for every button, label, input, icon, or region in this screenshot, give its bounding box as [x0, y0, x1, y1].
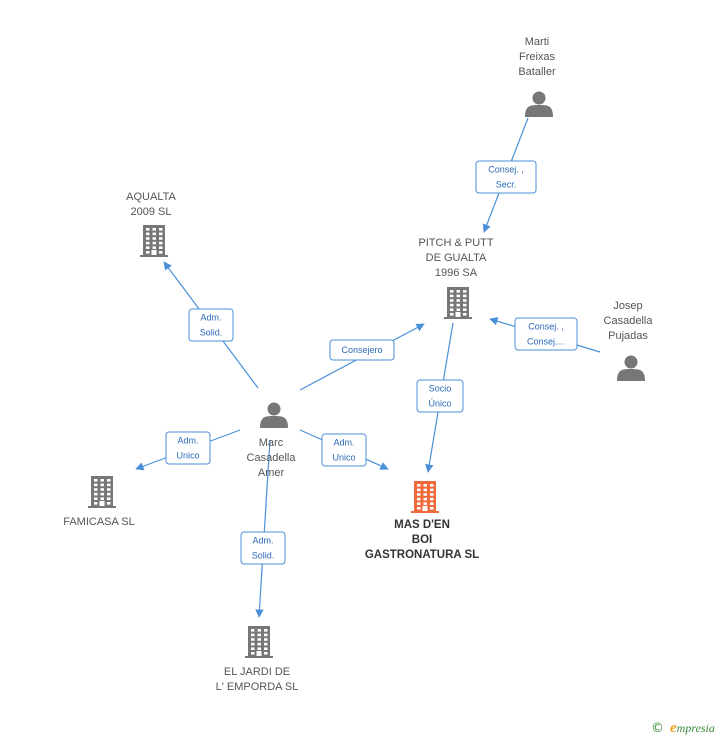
node-label: FAMICASA SL: [63, 516, 135, 528]
person-icon: [525, 91, 553, 117]
edge-label-marc-jardi[interactable]: Adm. Solid.: [240, 531, 286, 565]
edge-label-text: Adm.: [333, 438, 354, 448]
edge-label-box: [165, 431, 211, 465]
edge-label-box: [475, 160, 537, 194]
edge-label-text: Consej. ,: [528, 322, 564, 332]
edge-label-text: Unico: [332, 453, 355, 463]
node-label: 2009 SL: [131, 206, 172, 218]
edge-label-box: [188, 308, 234, 342]
node-label: MAS D'EN: [394, 519, 450, 531]
building-icon: [88, 476, 116, 508]
edge-label-marc-masden[interactable]: Adm. Unico: [321, 433, 367, 467]
node-label: Casadella: [604, 315, 654, 327]
node-label: Marti: [525, 36, 549, 48]
edge-label-text: Secr.: [496, 180, 517, 190]
edge-label-text: Consej. ,: [488, 165, 524, 175]
node-label: 1996 SA: [435, 267, 478, 279]
node-label: DE GUALTA: [426, 252, 487, 264]
edge-marc-jardi: [255, 439, 271, 618]
node-label: Amer: [258, 467, 285, 479]
node-label: Pujadas: [608, 330, 648, 342]
node-label: Freixas: [519, 51, 556, 63]
edge-label-text: Adm.: [177, 436, 198, 446]
edge-label-text: Consej....: [527, 337, 565, 347]
node-label: AQUALTA: [126, 191, 176, 203]
empresia-logo-text: mpresia: [676, 721, 715, 735]
edge-label-marc-pitch[interactable]: Consejero: [329, 339, 395, 361]
node-pitch[interactable]: PITCH & PUTT DE GUALTA 1996 SA: [418, 237, 494, 319]
node-label: Casadella: [247, 452, 297, 464]
edge-label-box: [416, 379, 464, 413]
empresia-logo-initial: e: [670, 720, 677, 736]
node-masden[interactable]: MAS D'EN BOI GASTRONATURA SL: [365, 481, 479, 561]
building-icon: [140, 225, 168, 257]
node-jardi[interactable]: EL JARDI DE L' EMPORDA SL: [216, 626, 299, 693]
edge-label-text: Unico: [176, 451, 199, 461]
edge-label-text: Adm.: [252, 536, 273, 546]
node-famicasa[interactable]: FAMICASA SL: [63, 476, 135, 528]
edge-label-text: Consejero: [341, 345, 382, 355]
node-label: Bataller: [518, 66, 556, 78]
edge-label-box: [329, 339, 395, 361]
edge-label-text: Único: [428, 399, 451, 409]
person-icon: [617, 355, 645, 381]
empresia-logo[interactable]: empresia: [670, 720, 715, 737]
edge-label-text: Socio: [429, 384, 452, 394]
edge-label-text: Adm.: [200, 313, 221, 323]
building-icon: [245, 626, 273, 658]
edge-label-text: Solid.: [200, 328, 223, 338]
edge-label-marc-aqualta[interactable]: Adm. Solid.: [188, 308, 234, 342]
edge-label-josep-pitch[interactable]: Consej. , Consej....: [514, 317, 578, 351]
edge-label-box: [240, 531, 286, 565]
node-label: Josep: [613, 300, 642, 312]
node-label: Marc: [259, 437, 284, 449]
node-label: GASTRONATURA SL: [365, 549, 479, 561]
node-label: L' EMPORDA SL: [216, 681, 299, 693]
edge-label-marti-pitch[interactable]: Consej. , Secr.: [475, 160, 537, 194]
building-icon: [444, 287, 472, 319]
node-label: BOI: [412, 534, 432, 546]
node-label: PITCH & PUTT: [418, 237, 493, 249]
copyright-symbol: ©: [651, 721, 664, 736]
edge-label-box: [321, 433, 367, 467]
node-label: EL JARDI DE: [224, 666, 290, 678]
edge-label-marc-famicasa[interactable]: Adm. Unico: [165, 431, 211, 465]
building-icon: [411, 481, 439, 513]
node-aqualta[interactable]: AQUALTA 2009 SL: [126, 191, 177, 257]
edge-labels-layer: Consej. , Secr. Adm. Solid. Consejero Consej.…: [165, 160, 578, 565]
person-icon: [260, 402, 288, 428]
edge-label-text: Solid.: [252, 551, 275, 561]
edge-label-box: [514, 317, 578, 351]
